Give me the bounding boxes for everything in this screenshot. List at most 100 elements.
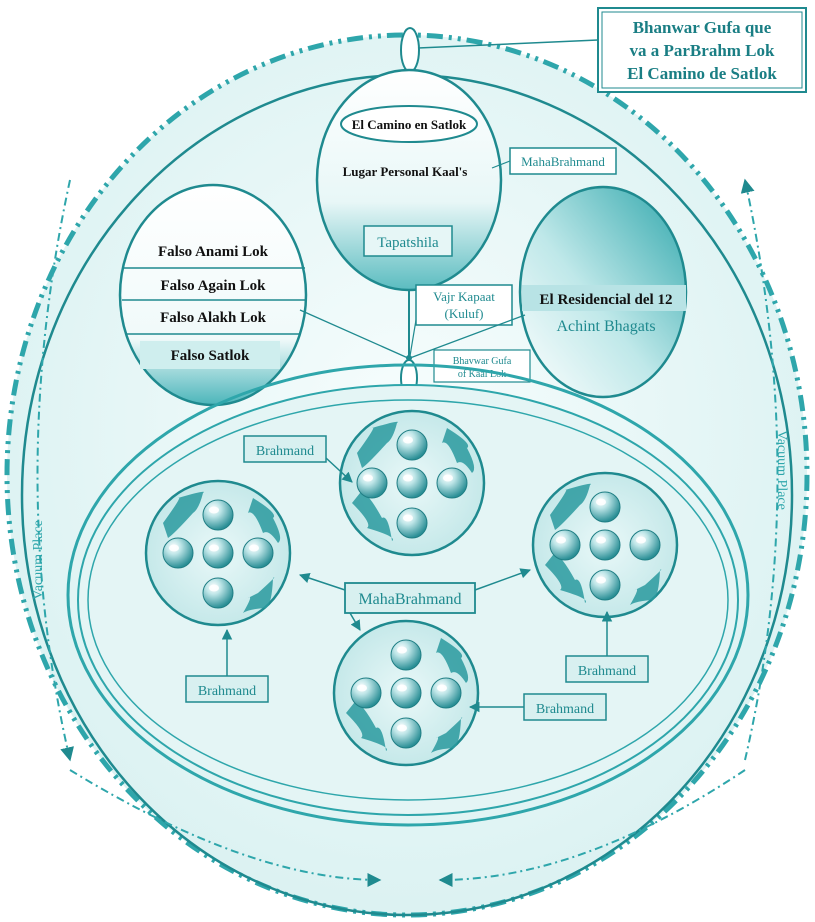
globe-highlight	[596, 536, 606, 544]
globe-highlight	[403, 436, 413, 444]
vajr-kapaat-line2: (Kuluf)	[445, 306, 484, 321]
residencial-line2: Achint Bhagats	[556, 318, 655, 335]
falso-lok-circle	[118, 183, 308, 407]
vacuum-arc-left	[36, 179, 74, 762]
globe-highlight	[363, 474, 373, 482]
brahmand-globe	[396, 467, 428, 499]
brahmand-globe	[396, 429, 428, 461]
globe-highlight	[403, 474, 413, 482]
globe-highlight	[209, 584, 219, 592]
tapatshila-box	[363, 225, 453, 257]
galaxy-cluster	[442, 428, 475, 473]
galaxy-cluster	[248, 498, 281, 543]
vajr-kapaat-line1: Vajr Kapaat	[433, 289, 495, 304]
vacuum-place-left-label: Vacuum Place	[31, 520, 46, 600]
galaxy-cluster	[431, 717, 463, 753]
tapatshila-label: Tapatshila	[377, 235, 439, 251]
globe-highlight	[397, 646, 407, 654]
brahmand-globe	[390, 677, 422, 709]
brahmand-circle	[332, 619, 480, 767]
vacuum-arc-right-bottom	[438, 769, 746, 887]
brahmand-globe	[589, 491, 621, 523]
brahmand-label-box-1	[243, 435, 327, 463]
brahmand-label-1: Brahmand	[256, 444, 314, 459]
kaal-personal-circle	[315, 68, 503, 292]
brahmand-globe	[430, 677, 462, 709]
brahmand-globe	[589, 569, 621, 601]
brahmand-globe	[242, 537, 274, 569]
mahabrahmand-top-label: MahaBrahmand	[521, 154, 605, 169]
falso-alakh-lok: Falso Alakh Lok	[160, 310, 267, 326]
galaxy-cluster	[550, 483, 591, 530]
brahmand-label-box-2	[185, 675, 269, 703]
globe-highlight	[556, 536, 566, 544]
galaxy-cluster	[545, 554, 586, 603]
kaal-lok-ellipse-core	[87, 399, 729, 801]
brahmand-globe	[202, 537, 234, 569]
brahmand-globe	[162, 537, 194, 569]
bhavwar-gufa-line1: Bhavwar Gufa	[453, 356, 512, 367]
globe-highlight	[403, 514, 413, 522]
galaxy-cluster	[436, 638, 469, 683]
satlok-path-oval	[340, 105, 478, 143]
brahmand-circle	[338, 409, 486, 557]
bhavwar-gufa-line2: of Kaal Lok	[458, 369, 506, 380]
globe-highlight	[596, 576, 606, 584]
brahmand-globe	[390, 639, 422, 671]
brahmand-label-2: Brahmand	[198, 684, 256, 699]
brahmand-globe	[390, 717, 422, 749]
globe-highlight	[209, 544, 219, 552]
brahmand-globe	[436, 467, 468, 499]
brahmand-globe	[202, 499, 234, 531]
galaxy-cluster	[352, 492, 393, 541]
globe-highlight	[357, 684, 367, 692]
falso-satlok-band	[140, 341, 280, 369]
brahmand-globe	[356, 467, 388, 499]
brahmand-globe	[629, 529, 661, 561]
globe-highlight	[397, 684, 407, 692]
mahabrahmand-center-label: MahaBrahmand	[358, 591, 461, 608]
brahmand-globe	[202, 577, 234, 609]
globe-highlight	[443, 474, 453, 482]
vacuum-place-right-label: Vacuum Place	[774, 430, 789, 510]
top-callout-line3: El Camino de Satlok	[627, 64, 777, 83]
falso-anami-lok: Falso Anami Lok	[158, 244, 269, 260]
galaxy-cluster	[630, 569, 662, 605]
top-callout-line2: va a ParBrahm Lok	[630, 41, 776, 60]
galaxy-cluster	[243, 577, 275, 613]
brahmand-circle	[144, 479, 292, 627]
globe-highlight	[249, 544, 259, 552]
kaal-personal-label: Lugar Personal Kaal's	[343, 164, 468, 179]
globe-highlight	[169, 544, 179, 552]
top-callout-line1: Bhanwar Gufa que	[633, 18, 772, 37]
brahmand-label-box-3	[565, 655, 649, 683]
galaxy-cluster	[346, 702, 387, 751]
brahmand-globe	[589, 529, 621, 561]
satlok-path-label: El Camino en Satlok	[352, 117, 467, 132]
globe-highlight	[596, 498, 606, 506]
globe-highlight	[636, 536, 646, 544]
brahmand-globe	[549, 529, 581, 561]
galaxy-cluster	[357, 421, 398, 468]
brahmand-group	[144, 409, 679, 767]
galaxy-cluster	[163, 491, 204, 538]
falso-again-lok: Falso Again Lok	[160, 278, 266, 294]
vacuum-arc-right	[740, 178, 779, 761]
brahmand-label-3: Brahmand	[578, 664, 636, 679]
residencial-band	[522, 285, 686, 311]
brahmand-globe	[396, 507, 428, 539]
kaal-lok-ellipse-outer	[66, 363, 750, 827]
mahabrahmand-center-box	[344, 582, 476, 614]
top-gate-callout-line	[417, 39, 599, 49]
globe-highlight	[397, 724, 407, 732]
brahmand-circle	[531, 471, 679, 619]
vacuum-arc-left-bottom	[69, 769, 382, 887]
top-gate-oval	[400, 27, 420, 73]
brahmand-globe	[350, 677, 382, 709]
residencial-line1: El Residencial del 12	[540, 292, 673, 308]
falso-satlok: Falso Satlok	[171, 348, 250, 364]
vajr-kapaat-box	[415, 284, 513, 326]
brahmand-label-4: Brahmand	[536, 702, 594, 717]
globe-highlight	[209, 506, 219, 514]
